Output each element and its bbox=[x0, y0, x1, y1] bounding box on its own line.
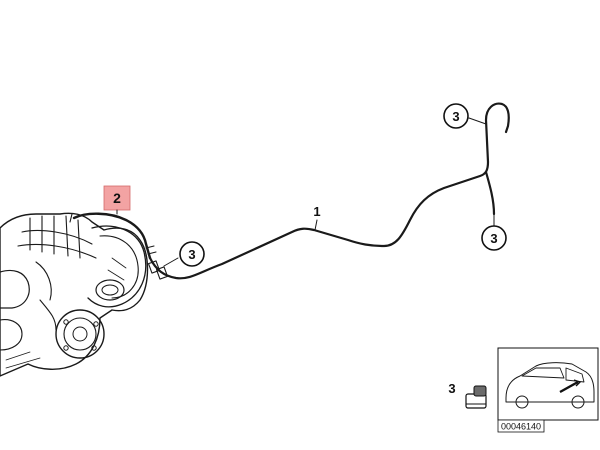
differential-housing bbox=[0, 212, 149, 377]
callout-clip-right[interactable]: 3 bbox=[481, 213, 507, 251]
callout-label-3c: 3 bbox=[490, 231, 497, 246]
vent-line bbox=[147, 102, 510, 280]
reference-number-box: 00046140 bbox=[497, 419, 545, 433]
callout-label-3b: 3 bbox=[452, 109, 459, 124]
vent-hose bbox=[72, 212, 152, 260]
callout-label-2: 2 bbox=[113, 190, 121, 206]
callout-clip-near-diff[interactable]: 3 bbox=[163, 241, 205, 267]
callout-label-3a: 3 bbox=[188, 247, 195, 262]
vehicle-thumbnail bbox=[497, 347, 599, 421]
callout-part-2[interactable]: 2 bbox=[103, 185, 131, 215]
callout-clip-top[interactable]: 3 bbox=[443, 103, 487, 129]
callout-label-1: 1 bbox=[313, 204, 320, 219]
legend-clip-label: 3 bbox=[448, 381, 455, 396]
clip-icon bbox=[465, 385, 487, 409]
legend-inset: 3 00046140 bbox=[448, 347, 599, 433]
callout-part-1[interactable]: 1 bbox=[313, 204, 321, 231]
reference-number: 00046140 bbox=[501, 422, 541, 432]
